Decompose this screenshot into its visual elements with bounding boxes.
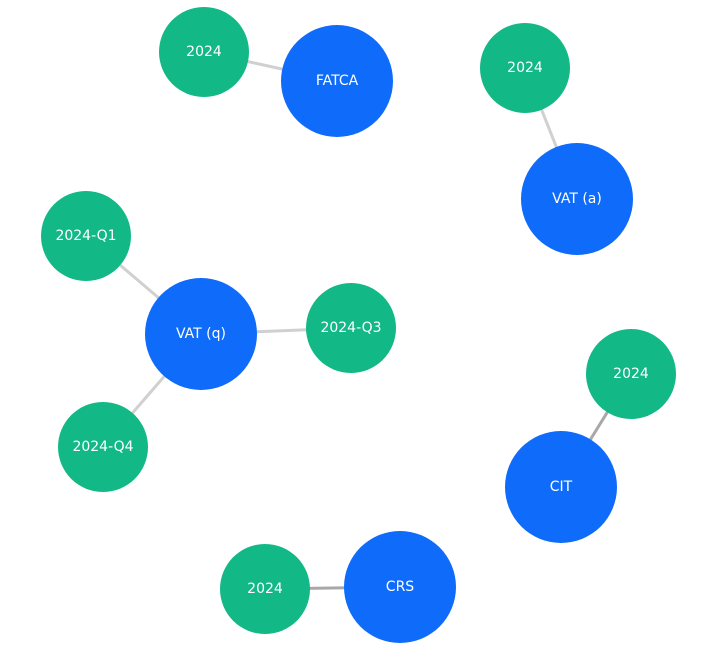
node-circle-fatca[interactable] [281,25,393,137]
node-circle-vat-q-2024-q1[interactable] [41,191,131,281]
node-crs[interactable]: CRS [344,531,456,643]
node-circle-crs[interactable] [344,531,456,643]
node-fatca-2024[interactable]: 2024 [159,7,249,97]
node-vat-q-2024-q1[interactable]: 2024-Q1 [41,191,131,281]
node-vat-a-2024[interactable]: 2024 [480,23,570,113]
node-circle-vat-q[interactable] [145,278,257,390]
node-label-vat-q: VAT (q) [176,326,226,342]
node-cit[interactable]: CIT [505,431,617,543]
node-label-vat-q-2024-q1: 2024-Q1 [55,228,116,244]
node-vat-q[interactable]: VAT (q) [145,278,257,390]
node-circle-vat-q-2024-q3[interactable] [306,283,396,373]
node-label-vat-q-2024-q3: 2024-Q3 [320,320,381,336]
node-label-crs: CRS [386,579,415,595]
node-circle-cit[interactable] [505,431,617,543]
node-vat-a[interactable]: VAT (a) [521,143,633,255]
node-circle-vat-q-2024-q4[interactable] [58,402,148,492]
node-label-cit-2024: 2024 [613,366,649,382]
node-label-vat-a: VAT (a) [552,191,602,207]
node-circle-crs-2024[interactable] [220,544,310,634]
node-circle-vat-a[interactable] [521,143,633,255]
node-circle-fatca-2024[interactable] [159,7,249,97]
node-label-crs-2024: 2024 [247,581,283,597]
node-label-fatca: FATCA [316,73,359,89]
node-circle-cit-2024[interactable] [586,329,676,419]
node-label-vat-q-2024-q4: 2024-Q4 [72,439,133,455]
node-crs-2024[interactable]: 2024 [220,544,310,634]
node-vat-q-2024-q3[interactable]: 2024-Q3 [306,283,396,373]
node-fatca[interactable]: FATCA [281,25,393,137]
node-vat-q-2024-q4[interactable]: 2024-Q4 [58,402,148,492]
node-circle-vat-a-2024[interactable] [480,23,570,113]
node-label-cit: CIT [550,479,573,495]
node-label-fatca-2024: 2024 [186,44,222,60]
node-label-vat-a-2024: 2024 [507,60,543,76]
node-cit-2024[interactable]: 2024 [586,329,676,419]
